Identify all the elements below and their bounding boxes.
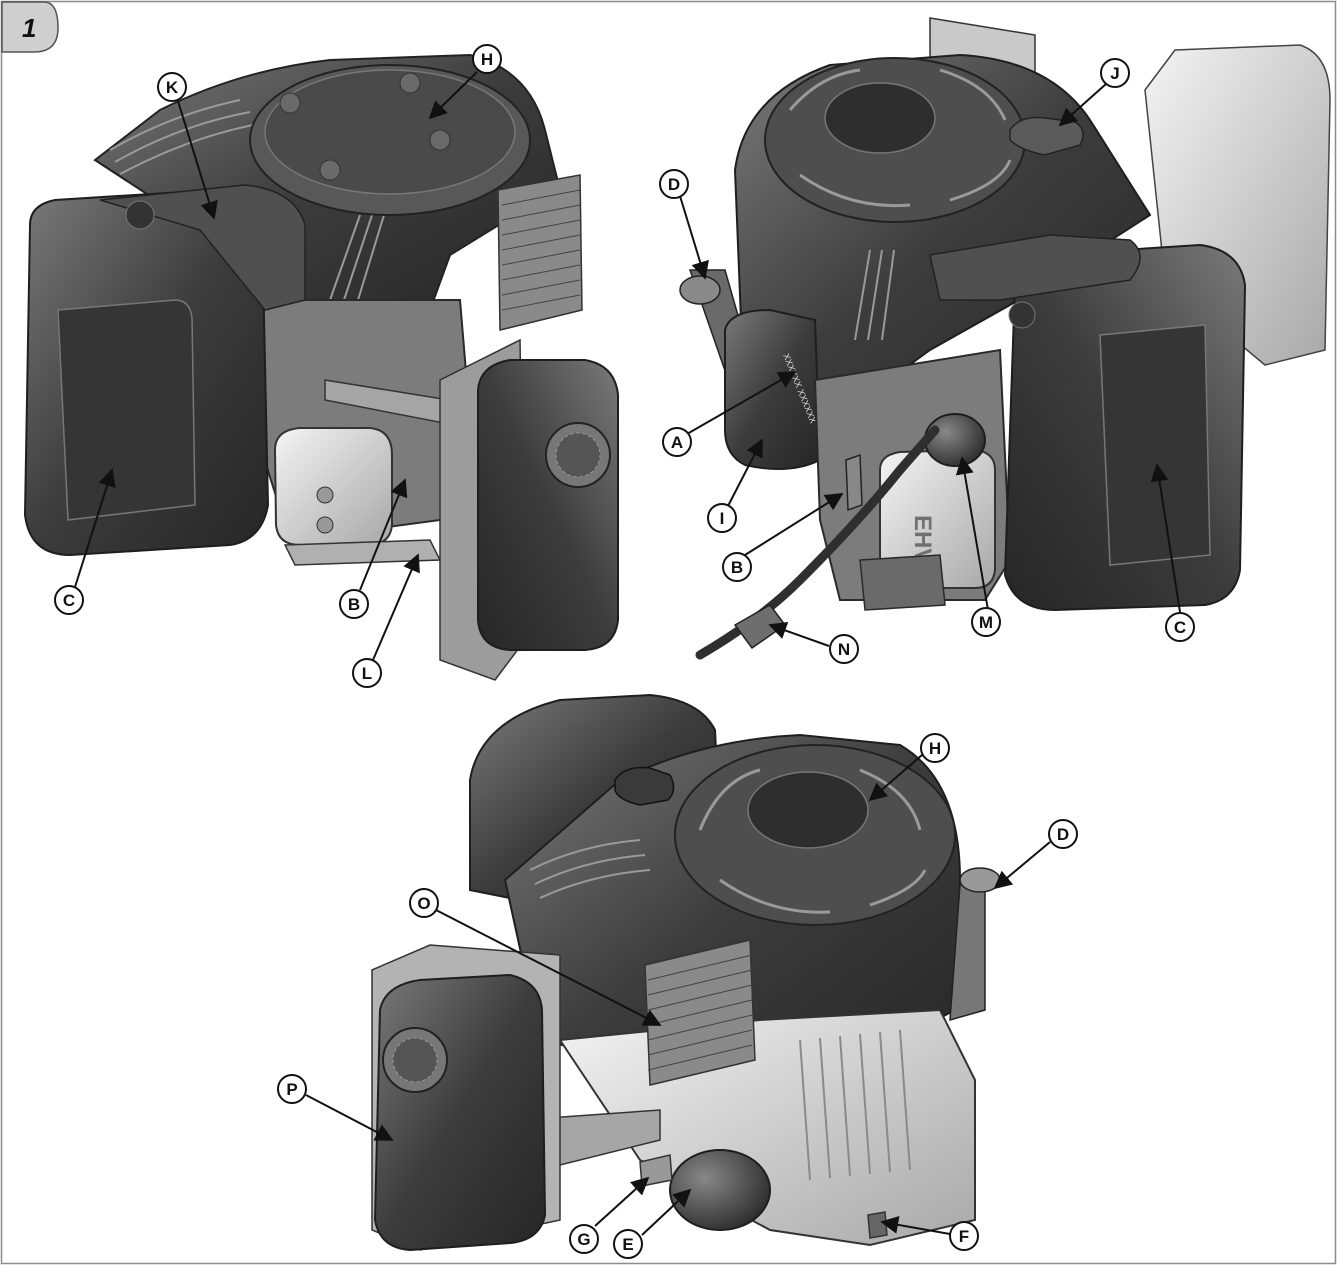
- svg-text:K: K: [166, 78, 179, 97]
- svg-text:I: I: [720, 509, 725, 528]
- svg-text:J: J: [1110, 64, 1119, 83]
- callout-D: D: [659, 169, 689, 199]
- svg-text:C: C: [63, 591, 75, 610]
- svg-text:C: C: [1174, 618, 1186, 637]
- callout-E: E: [613, 1229, 643, 1259]
- callout-K: K: [157, 72, 187, 102]
- callouts-view-3: H D O P G E F: [277, 733, 1078, 1259]
- callout-O: O: [409, 888, 439, 918]
- svg-text:N: N: [838, 640, 850, 659]
- callout-G: G: [569, 1224, 599, 1254]
- callout-D: D: [1048, 819, 1078, 849]
- svg-text:B: B: [731, 558, 743, 577]
- callout-B: B: [722, 552, 752, 582]
- callout-P: P: [277, 1074, 307, 1104]
- figure-number-badge: 1: [1, 1, 59, 53]
- engine-view-1: [23, 53, 619, 681]
- callout-M: M: [971, 607, 1001, 637]
- svg-text:B: B: [348, 595, 360, 614]
- svg-text:O: O: [417, 894, 430, 913]
- svg-text:P: P: [286, 1080, 297, 1099]
- svg-text:D: D: [668, 175, 680, 194]
- callout-B: B: [339, 589, 369, 619]
- callout-A: A: [662, 427, 692, 457]
- callout-C: C: [1165, 612, 1195, 642]
- svg-text:F: F: [959, 1227, 969, 1246]
- svg-text:E: E: [622, 1235, 633, 1254]
- engine-view-3: [371, 693, 1001, 1252]
- callout-I: I: [707, 503, 737, 533]
- svg-text:L: L: [362, 664, 372, 683]
- callout-C: C: [54, 585, 84, 615]
- callout-L: L: [352, 658, 382, 688]
- callout-H: H: [920, 733, 950, 763]
- svg-text:H: H: [929, 739, 941, 758]
- svg-text:H: H: [481, 50, 493, 69]
- callout-N: N: [829, 634, 859, 664]
- svg-text:D: D: [1057, 825, 1069, 844]
- svg-text:A: A: [671, 433, 683, 452]
- figure-number: 1: [22, 13, 36, 43]
- svg-text:G: G: [577, 1230, 590, 1249]
- callouts-view-1: K H C B L: [54, 44, 502, 688]
- callout-leaders: [74, 71, 1181, 1236]
- callout-H: H: [472, 44, 502, 74]
- engine-view-2: XXXXXX XXXXXX EHV: [679, 17, 1331, 660]
- callout-J: J: [1100, 58, 1130, 88]
- callout-F: F: [949, 1221, 979, 1251]
- svg-text:M: M: [979, 613, 993, 632]
- callouts-view-2: D J A I B M N C: [659, 58, 1195, 664]
